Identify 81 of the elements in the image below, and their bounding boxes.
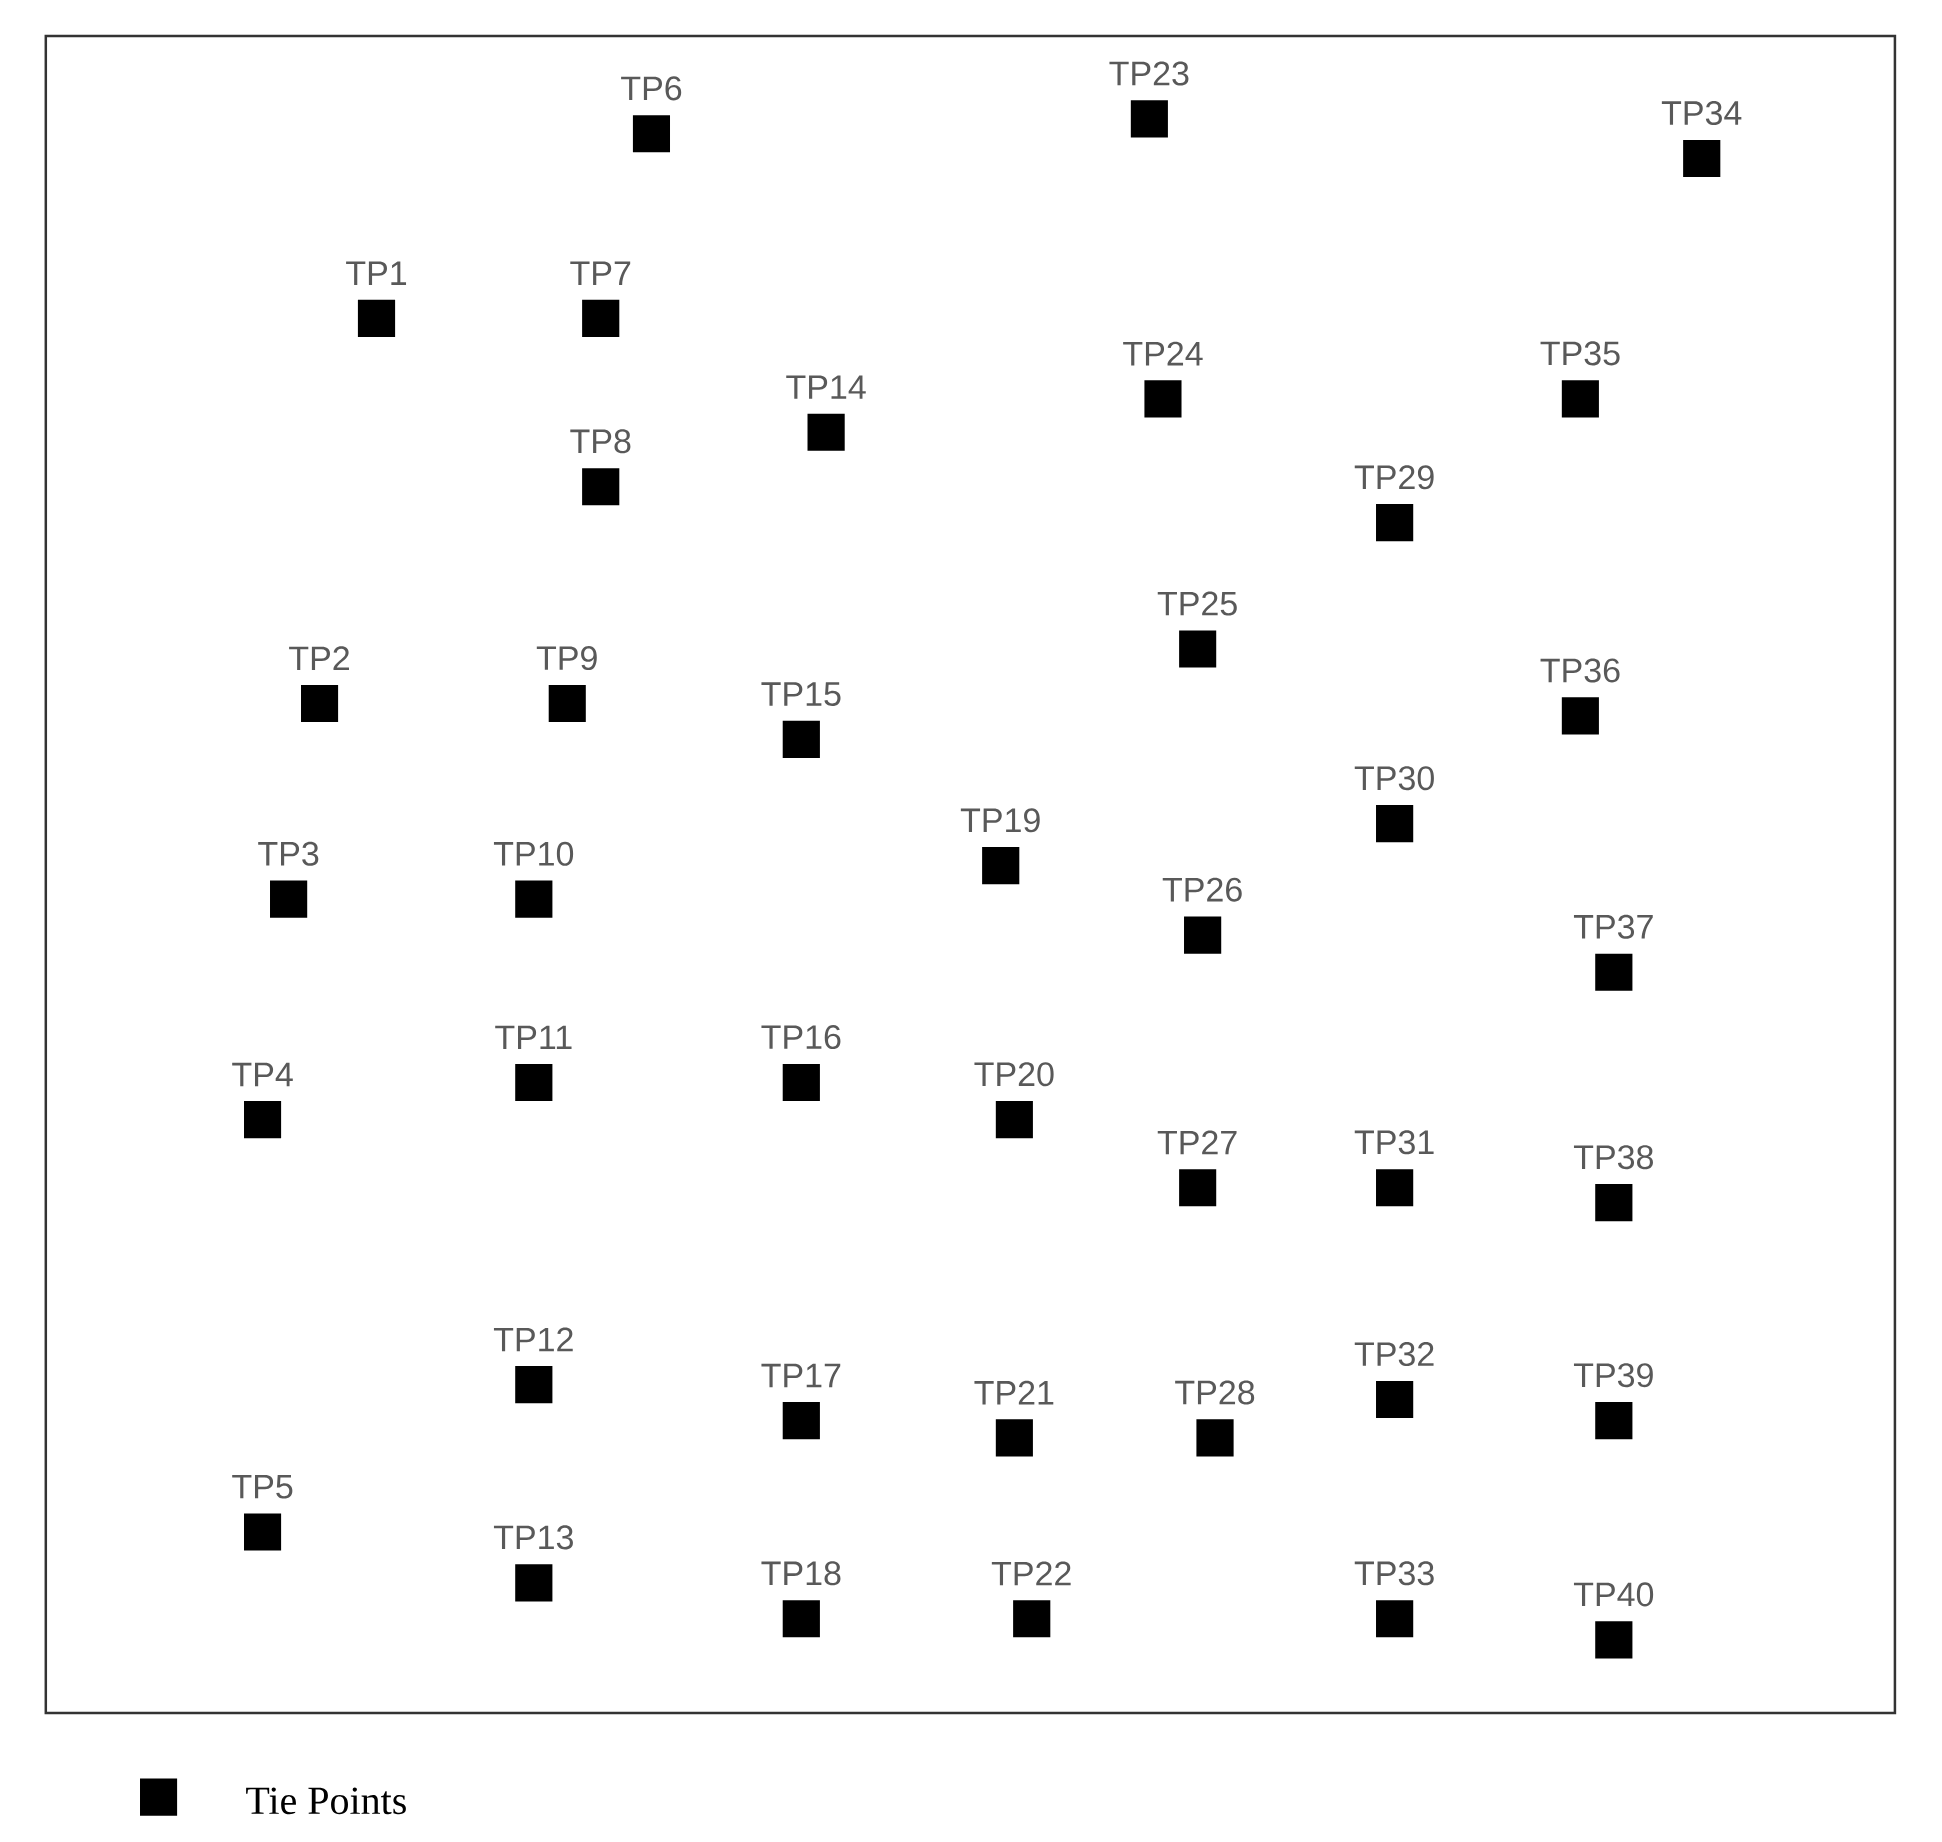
node-label: TP14 xyxy=(786,375,866,399)
tie-point: TP10 xyxy=(493,841,574,918)
tie-point: TP19 xyxy=(960,808,1040,885)
tie-point: TP22 xyxy=(991,1561,1071,1638)
node-label: TP37 xyxy=(1573,914,1653,939)
node-label: TP10 xyxy=(493,841,574,866)
node-label: TP23 xyxy=(1109,61,1189,86)
tie-point: TP2 xyxy=(289,646,349,723)
tie-point: TP9 xyxy=(536,646,597,723)
tie-point: TP21 xyxy=(974,1380,1054,1457)
node-label: TP25 xyxy=(1157,591,1237,616)
tie-point: TP1 xyxy=(346,261,407,337)
tie-point: TP8 xyxy=(570,429,631,506)
tie-point: TP40 xyxy=(1573,1582,1654,1659)
tie-point: TP30 xyxy=(1354,766,1434,843)
node-label: TP7 xyxy=(570,261,631,285)
node-label: TP28 xyxy=(1175,1380,1255,1405)
tie-point: TP18 xyxy=(761,1561,841,1638)
node-label: TP35 xyxy=(1540,341,1620,366)
node-label: TP33 xyxy=(1354,1561,1434,1586)
node-label: TP17 xyxy=(761,1363,841,1388)
node-label: TP31 xyxy=(1354,1130,1434,1155)
tie-point: TP34 xyxy=(1661,101,1742,178)
node-label: TP9 xyxy=(536,646,597,671)
node-label: TP13 xyxy=(493,1525,573,1550)
node-label: TP20 xyxy=(974,1062,1054,1087)
tie-point: TP25 xyxy=(1157,591,1237,668)
node-label: TP2 xyxy=(289,646,349,671)
node-label: TP30 xyxy=(1354,766,1434,791)
tie-point: TP37 xyxy=(1573,914,1653,991)
node-label: TP1 xyxy=(346,261,407,285)
node-label: TP29 xyxy=(1354,465,1434,490)
tie-point: TP17 xyxy=(761,1363,841,1440)
tie-point: TP11 xyxy=(495,1025,572,1101)
node-label: TP36 xyxy=(1540,658,1620,683)
tie-point: TP14 xyxy=(786,375,866,451)
tie-point: TP23 xyxy=(1109,61,1189,138)
tie-point: TP28 xyxy=(1175,1380,1255,1457)
tie-point: TP3 xyxy=(258,841,319,918)
tie-point: TP31 xyxy=(1354,1130,1434,1207)
node-label: TP16 xyxy=(761,1025,841,1050)
node-label: TP12 xyxy=(493,1327,573,1352)
node-label: TP3 xyxy=(258,841,319,866)
legend-label: Tie Points xyxy=(246,1787,406,1815)
node-label: TP32 xyxy=(1354,1342,1434,1367)
tie-point: TP36 xyxy=(1540,658,1620,735)
node-label: TP15 xyxy=(761,682,841,707)
node-label: TP19 xyxy=(960,808,1040,833)
node-label: TP8 xyxy=(570,429,631,454)
node-label: TP18 xyxy=(761,1561,841,1586)
tie-point: TP24 xyxy=(1123,341,1203,418)
tie-point: TP32 xyxy=(1354,1342,1434,1419)
tie-point: TP35 xyxy=(1540,341,1620,418)
node-label: TP40 xyxy=(1573,1582,1654,1607)
tie-point: TP4 xyxy=(232,1062,293,1139)
node-label: TP38 xyxy=(1573,1145,1653,1170)
tie-point: TP33 xyxy=(1354,1561,1434,1638)
tie-point: TP26 xyxy=(1162,877,1242,954)
tie-point: TP38 xyxy=(1573,1145,1653,1222)
node-label: TP22 xyxy=(991,1561,1071,1586)
node-label: TP27 xyxy=(1157,1130,1237,1155)
node-label: TP34 xyxy=(1661,101,1742,126)
tie-point: TP12 xyxy=(493,1327,573,1404)
node-label: TP24 xyxy=(1123,341,1203,366)
tie-point: TP16 xyxy=(761,1025,841,1101)
tie-point: TP7 xyxy=(570,261,631,337)
tie-point: TP39 xyxy=(1573,1363,1653,1440)
tie-point: TP29 xyxy=(1354,465,1434,542)
node-label: TP39 xyxy=(1573,1363,1653,1388)
node-label: TP11 xyxy=(495,1025,572,1050)
tie-point: TP13 xyxy=(493,1525,573,1602)
tie-point: TP20 xyxy=(974,1062,1054,1139)
tie-point: TP27 xyxy=(1157,1130,1237,1207)
node-label: TP5 xyxy=(232,1474,293,1499)
tie-point: TP15 xyxy=(761,682,841,758)
node-label: TP26 xyxy=(1162,877,1242,902)
tie-point: TP6 xyxy=(621,76,682,153)
tie-point: TP5 xyxy=(232,1474,293,1551)
node-label: TP4 xyxy=(232,1062,293,1087)
node-label: TP21 xyxy=(974,1380,1054,1405)
node-label: TP6 xyxy=(621,76,682,101)
